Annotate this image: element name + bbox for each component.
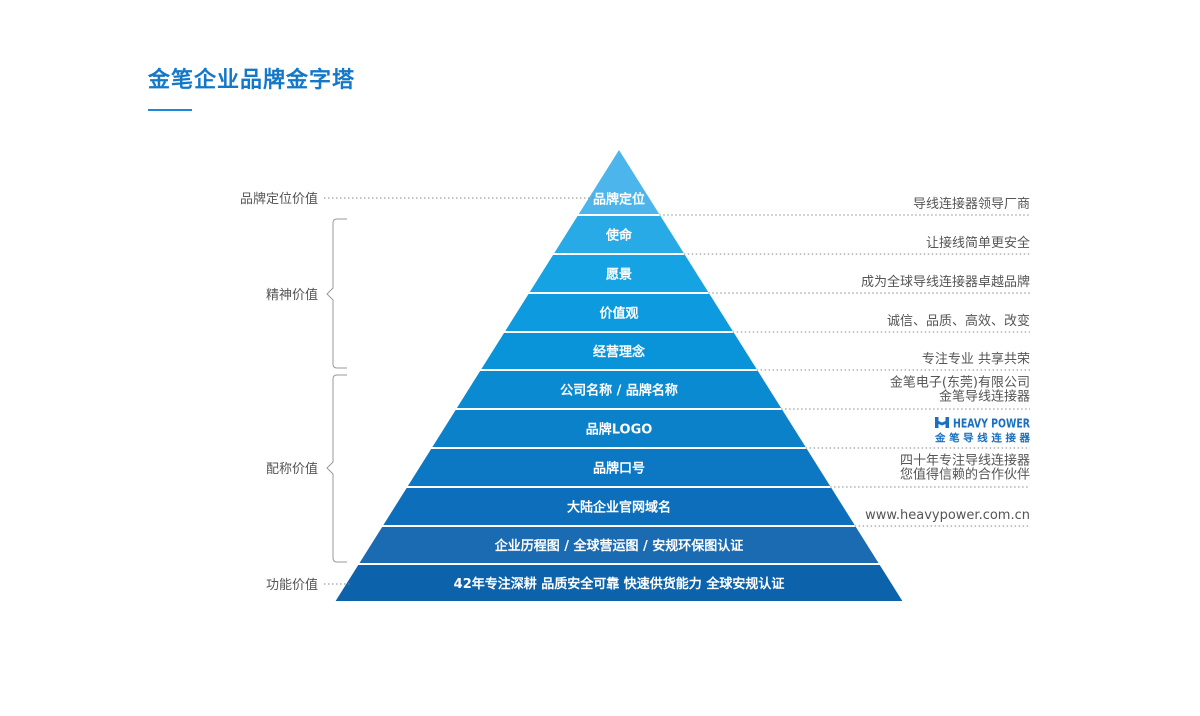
layer-label-1: 品牌定位 bbox=[593, 192, 645, 208]
layer-label-7: 品牌LOGO bbox=[586, 422, 653, 438]
bracket-spirit-value bbox=[326, 218, 347, 369]
title-underline bbox=[148, 109, 192, 111]
pyramid-layer-1 bbox=[578, 150, 660, 214]
category-label-2: 精神价值 bbox=[266, 287, 318, 303]
leader-lines bbox=[659, 214, 1030, 527]
layer-label-6: 公司名称 / 品牌名称 bbox=[560, 383, 678, 399]
layer-label-2: 使命 bbox=[605, 228, 633, 244]
layer-desc-5-1: 专注专业 共享共荣 bbox=[922, 351, 1030, 367]
layer-desc-3-1: 成为全球导线连接器卓越品牌 bbox=[861, 274, 1030, 290]
layer-label-5: 经营理念 bbox=[593, 344, 645, 360]
logo-subtitle: 金 笔 导 线 连 接 器 bbox=[934, 432, 1031, 445]
description-labels: 导线连接器领导厂商让接线简单更安全成为全球导线连接器卓越品牌诚信、品质、高效、改… bbox=[861, 196, 1030, 523]
layer-desc-8-2: 您值得信赖的合作伙伴 bbox=[900, 467, 1030, 483]
layer-label-11: 42年专注深耕 品质安全可靠 快速供货能力 全球安规认证 bbox=[454, 576, 785, 592]
pyramid-layer-4 bbox=[505, 294, 733, 331]
logo-wordmark: HEAVY POWER bbox=[953, 417, 1030, 431]
pyramid-layer-5 bbox=[481, 333, 757, 369]
heavy-power-h-icon bbox=[935, 417, 949, 428]
layer-desc-6-1: 金笔电子(东莞)有限公司 bbox=[890, 375, 1030, 391]
layer-desc-8-1: 四十年专注导线连接器 bbox=[900, 453, 1030, 469]
category-label-3: 配称价值 bbox=[266, 461, 318, 477]
layer-label-8: 品牌口号 bbox=[593, 461, 645, 477]
pyramid-layer-11 bbox=[335, 565, 903, 601]
category-label-1: 品牌定位价值 bbox=[240, 191, 318, 207]
layer-desc-9-1: www.heavypower.com.cn bbox=[865, 508, 1030, 523]
layer-label-10: 企业历程图 / 全球营运图 / 安规环保图认证 bbox=[494, 538, 744, 554]
pyramid-layer-7 bbox=[432, 410, 806, 447]
layer-desc-6-2: 金笔导线连接器 bbox=[939, 389, 1030, 405]
bracket-supporting-value bbox=[326, 374, 347, 563]
layer-label-9: 大陆企业官网域名 bbox=[567, 500, 671, 516]
pyramid-layer-6 bbox=[456, 371, 782, 408]
layer-label-4: 价值观 bbox=[599, 306, 638, 322]
pyramid-layer-3 bbox=[529, 255, 709, 292]
layer-label-3: 愿景 bbox=[606, 268, 632, 283]
pyramid-layer-8 bbox=[407, 449, 831, 486]
pyramid-layer-10 bbox=[359, 527, 879, 563]
page-title: 金笔企业品牌金字塔 bbox=[148, 68, 356, 93]
layer-desc-4-1: 诚信、品质、高效、改变 bbox=[887, 313, 1030, 329]
pyramid-layer-9 bbox=[383, 488, 855, 525]
category-label-4: 功能价值 bbox=[266, 577, 318, 593]
pyramid-layer-2 bbox=[554, 216, 684, 253]
layer-desc-1-1: 导线连接器领导厂商 bbox=[913, 196, 1030, 212]
layer-desc-2-1: 让接线简单更安全 bbox=[926, 235, 1030, 251]
